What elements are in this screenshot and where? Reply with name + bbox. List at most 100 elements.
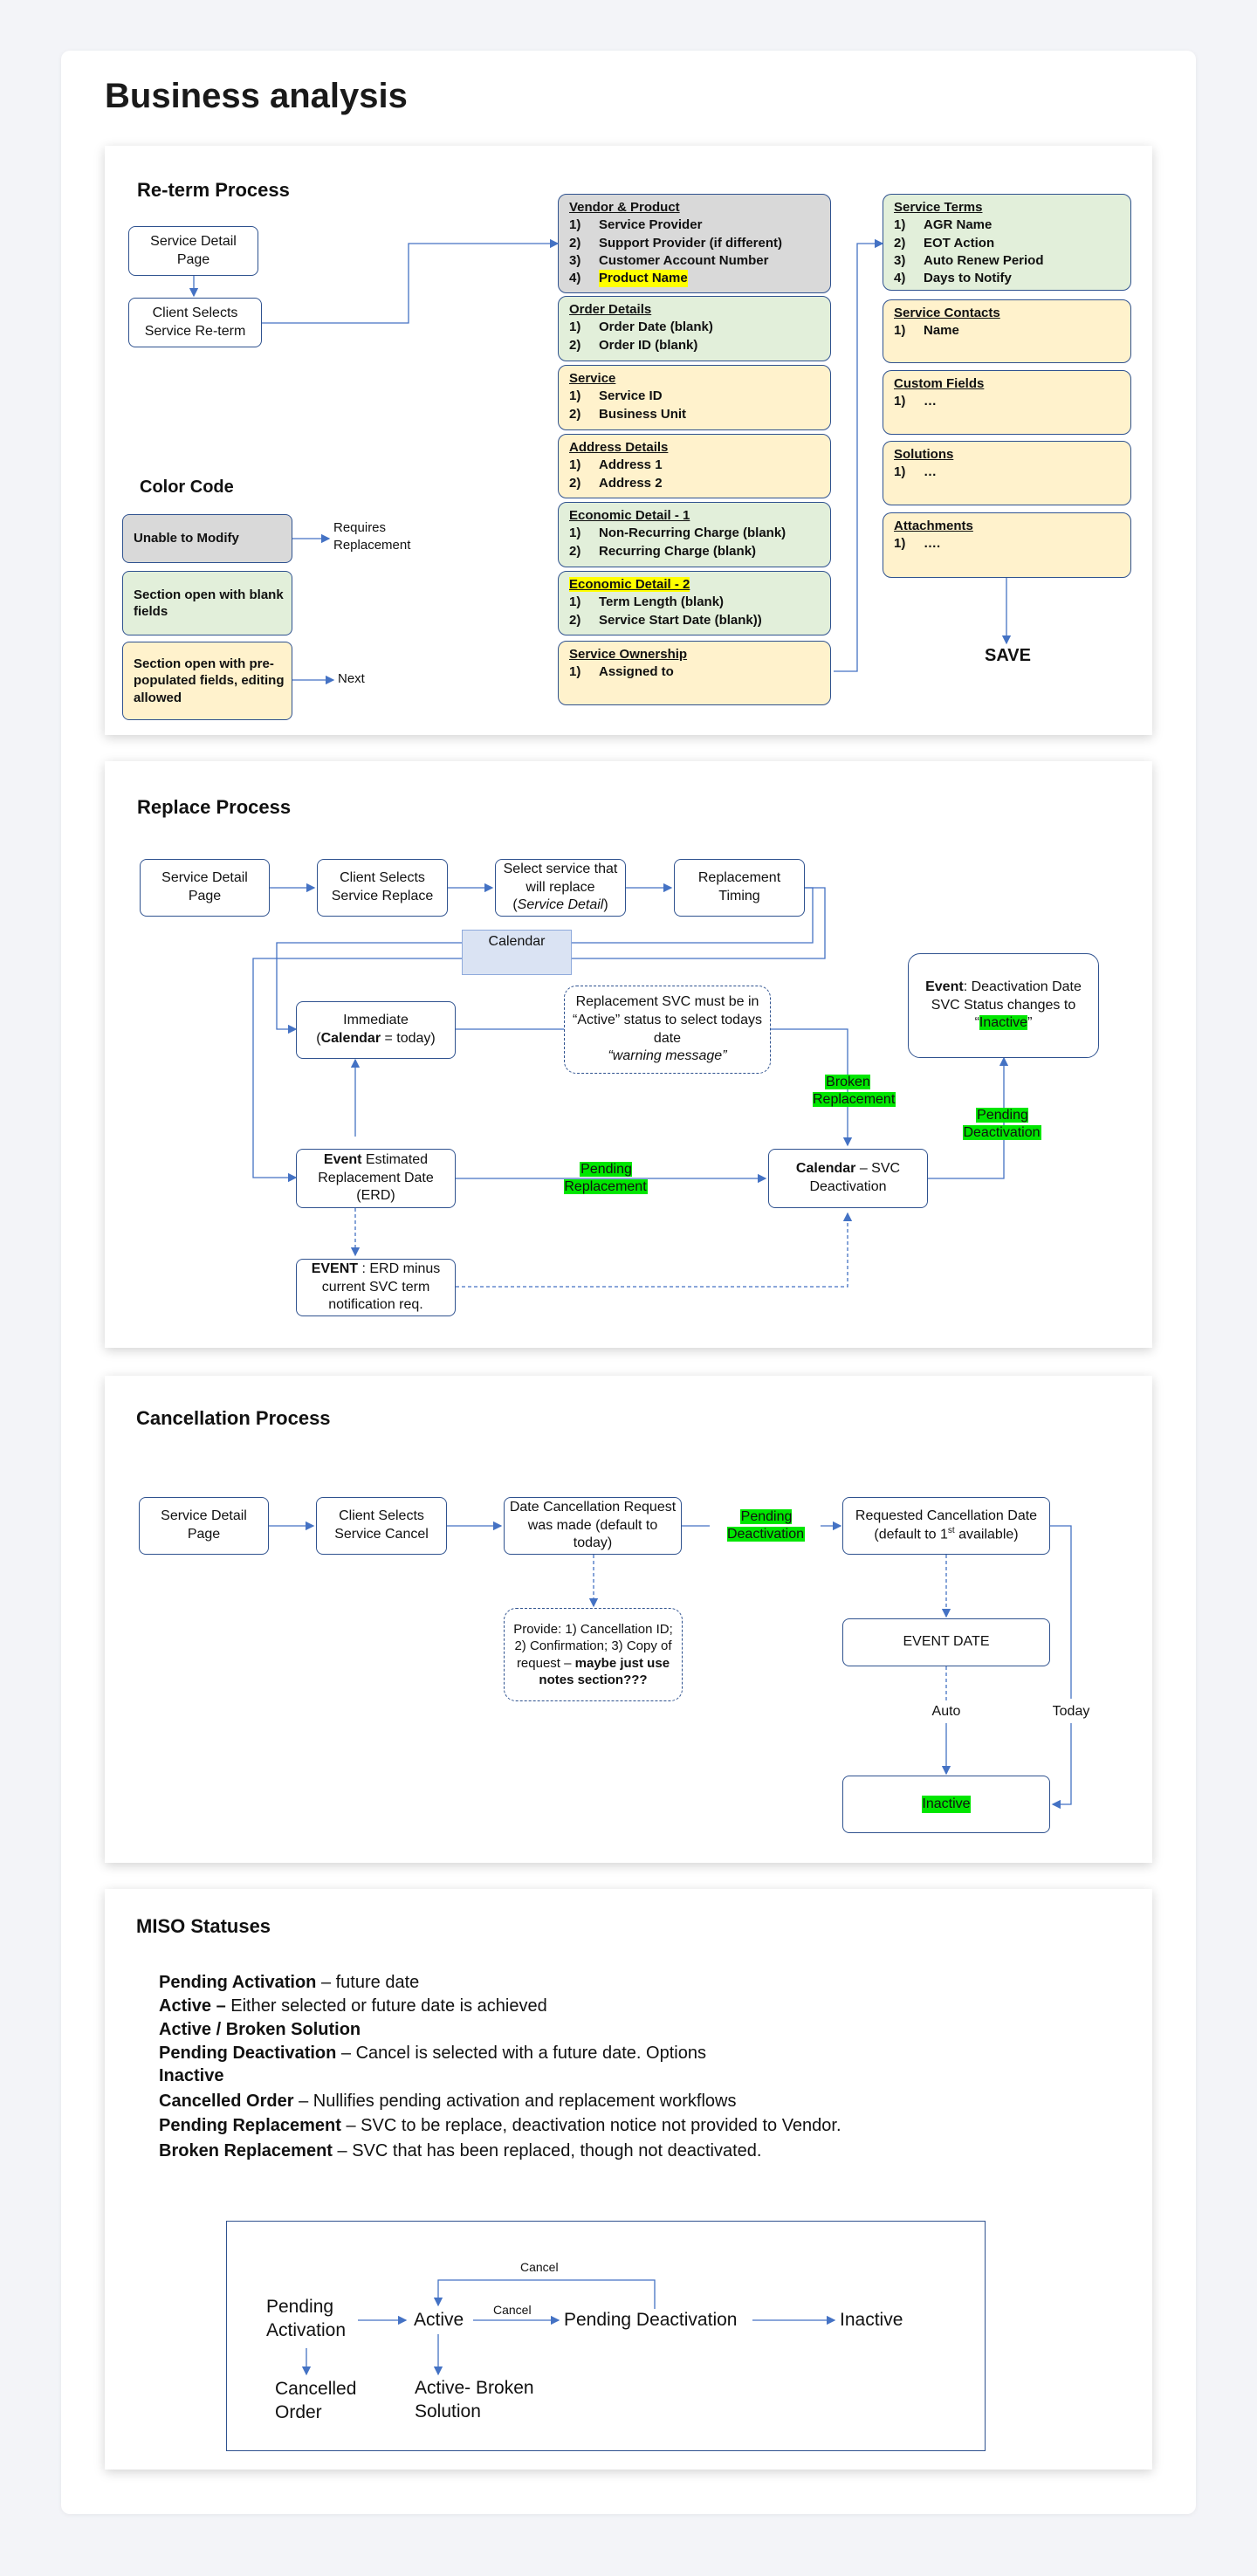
section-item: 4)Days to Notify: [894, 271, 1012, 285]
section-item: 3)Customer Account Number: [569, 252, 769, 268]
section-header: Service Terms: [894, 200, 983, 215]
section-header: Solutions: [894, 447, 954, 462]
section-header: Service Ownership: [569, 647, 688, 662]
section-item: 2)Order ID (blank): [569, 337, 698, 353]
cancel-service-detail-box: Service Detail Page: [139, 1497, 269, 1555]
left-section-4: Economic Detail - 1 1)Non-Recurring Charg…: [558, 502, 831, 567]
page-title: Business analysis: [105, 77, 408, 115]
section-item: 1)Service ID: [569, 388, 663, 404]
section-item: 1)…: [894, 394, 937, 409]
section-item: 4)Product Name: [569, 270, 820, 288]
tag-pending-replacement: Pending Replacement: [564, 1162, 648, 1194]
section-header: Custom Fields: [894, 376, 985, 391]
section-item: 3)Auto Renew Period: [894, 252, 1044, 268]
status-inactive: Inactive: [840, 2310, 903, 2330]
status-active: Active: [414, 2310, 464, 2330]
left-section-1: Order Details 1)Order Date (blank) 2)Order…: [558, 296, 831, 361]
tag-cancel-pending-deactivation: Pending Deactivation: [726, 1509, 806, 1542]
cancellation-slide: Cancellation Process Service Detail Page…: [105, 1376, 1152, 1863]
replacement-timing-box: Replacement Timing: [674, 859, 805, 917]
miso-status-line: Active – Either selected or future date …: [159, 1996, 547, 2016]
section-item: 2)Support Provider (if different): [569, 235, 782, 251]
deactivation-event-box: Event: Deactivation Date SVC Status chan…: [908, 953, 1099, 1058]
status-pending-deactivation: Pending Deactivation: [564, 2310, 738, 2330]
replace-slide: Replace Process Service Detail Page Clie…: [105, 761, 1152, 1348]
left-section-3: Address Details 1)Address 1 2)Address 2: [558, 434, 831, 498]
section-header: Order Details: [569, 302, 652, 317]
status-active-broken: Active- Broken Solution: [415, 2378, 534, 2422]
immediate-box: Immediate(Calendar = today): [296, 1001, 456, 1059]
cancel-label-mid: Cancel: [493, 2303, 532, 2317]
status-pending-activation: Pending Activation: [266, 2297, 347, 2341]
miso-status-line: Active / Broken Solution: [159, 2020, 361, 2039]
status-diagram-frame: [226, 2221, 986, 2451]
legend-prepop: Section open with pre-populated fields, …: [122, 642, 292, 720]
right-section-4: Attachments 1)….: [883, 512, 1131, 578]
miso-status-line: Inactive: [159, 2066, 224, 2085]
right-section-1: Service Contacts 1)Name: [883, 299, 1131, 363]
section-item: 2)Address 2: [569, 475, 663, 491]
section-item: 1)Name: [894, 323, 959, 339]
requires-replacement-label: Requires Replacement: [333, 520, 411, 553]
provide-box: Provide: 1) Cancellation ID; 2) Confirma…: [504, 1608, 683, 1701]
select-service-box: Select service that will replace (Servic…: [495, 859, 626, 917]
svc-deactivation-box: Calendar – SVC Deactivation: [768, 1149, 928, 1208]
miso-status-line: Broken Replacement – SVC that has been r…: [159, 2141, 762, 2160]
section-item: 1)Term Length (blank): [569, 594, 725, 610]
miso-status-line: Pending Activation – future date: [159, 1973, 420, 1992]
section-item: 1)….: [894, 536, 941, 552]
reterm-slide: Re-term Process Service Detail Page Clie…: [105, 146, 1152, 735]
reterm-connectors: [189, 238, 1012, 685]
section-item: 1)AGR Name: [894, 217, 993, 233]
section-item: 2)Recurring Charge (blank): [569, 543, 757, 559]
left-section-6: Service Ownership 1)Assigned to: [558, 641, 831, 705]
section-item: 2)Service Start Date (blank)): [569, 612, 762, 628]
reterm-title: Re-term Process: [137, 179, 290, 201]
section-item: 1)Assigned to: [569, 664, 674, 680]
section-header: Service Contacts: [894, 306, 1000, 320]
miso-title: MISO Statuses: [136, 1915, 271, 1937]
next-label: Next: [338, 671, 365, 686]
section-header: Economic Detail - 2: [569, 577, 690, 592]
section-header: Vendor & Product: [569, 200, 680, 215]
replace-title: Replace Process: [137, 796, 292, 818]
replace-client-selects-box: Client Selects Service Replace: [317, 859, 448, 917]
requested-date-box: Requested Cancellation Date (default to …: [842, 1497, 1050, 1555]
event-date-box: EVENT DATE: [842, 1618, 1050, 1666]
right-section-2: Custom Fields 1)…: [883, 370, 1131, 435]
section-header: Economic Detail - 1: [569, 508, 690, 523]
miso-status-line: Pending Replacement – SVC to be replace,…: [159, 2116, 841, 2135]
legend-blank: Section open with blank fields: [122, 571, 292, 635]
date-cancellation-box: Date Cancellation Request was made (defa…: [504, 1497, 682, 1555]
section-item: 2)EOT Action: [894, 235, 995, 251]
cancel-client-selects-box: Client Selects Service Cancel: [316, 1497, 447, 1555]
miso-connectors: [301, 2279, 836, 2376]
left-section-5: Economic Detail - 2 1)Term Length (blank)…: [558, 571, 831, 635]
save-label: SAVE: [985, 646, 1031, 665]
cancellation-title: Cancellation Process: [136, 1407, 331, 1429]
cancellation-connectors: [269, 1521, 1072, 1810]
erd-event-box: Event Estimated Replacement Date (ERD): [296, 1149, 456, 1208]
section-item: 1)Non-Recurring Charge (blank): [569, 526, 786, 541]
replace-service-detail-box: Service Detail Page: [140, 859, 270, 917]
reterm-client-selects-box: Client Selects Service Re-term: [128, 298, 262, 347]
section-header: Attachments: [894, 519, 973, 533]
miso-status-line: Pending Deactivation – Cancel is selecte…: [159, 2044, 706, 2063]
cancel-label-top: Cancel: [520, 2260, 559, 2274]
miso-slide: MISO Statuses Pending Activation – futur…: [105, 1889, 1152, 2470]
auto-label: Auto: [931, 1704, 961, 1719]
section-item: 1)Order Date (blank): [569, 319, 713, 335]
legend-unable: Unable to Modify: [122, 514, 292, 563]
erd-minus-box: EVENT : ERD minus current SVC term notif…: [296, 1259, 456, 1316]
status-cancelled-order: Cancelled Order: [275, 2379, 357, 2423]
color-code-title: Color Code: [140, 477, 234, 497]
miso-status-line: Cancelled Order – Nullifies pending acti…: [159, 2092, 737, 2111]
tag-pending-deactivation: Pending Deactivation: [963, 1108, 1041, 1140]
section-header: Address Details: [569, 440, 669, 455]
calendar-box: Calendar: [462, 930, 572, 975]
section-item: 1)Address 1: [569, 457, 663, 473]
